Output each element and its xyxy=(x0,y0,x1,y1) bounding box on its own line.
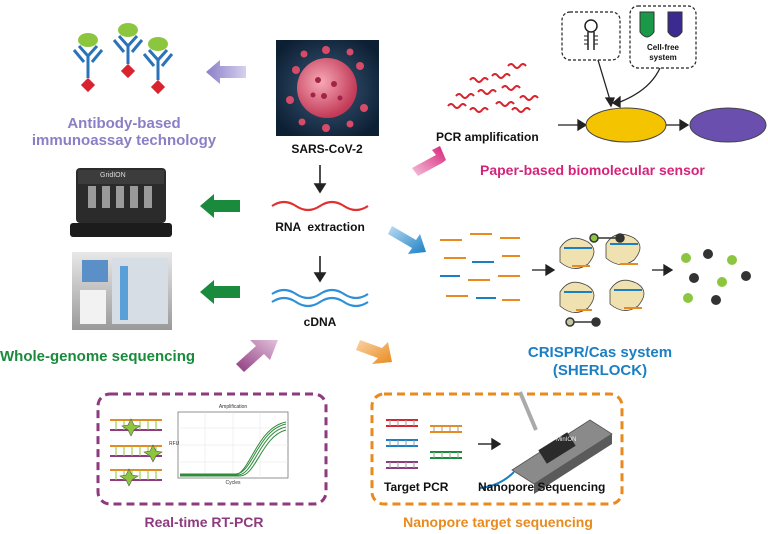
antibody-title-line2: immunoassay technology xyxy=(31,132,217,149)
antibody-title-line1: Antibody-based xyxy=(67,115,181,132)
crispr-title-line1: CRISPR/Cas system xyxy=(527,344,673,361)
hairpin-box xyxy=(561,11,621,61)
cellfree-box xyxy=(629,5,697,69)
sequencer-device xyxy=(72,252,172,330)
sensor-connectors xyxy=(558,59,690,132)
nanopore-arrow xyxy=(478,437,502,451)
cdna-label: cDNA xyxy=(303,315,337,329)
arrow-to-paper-sensor xyxy=(412,146,446,176)
gridion-device xyxy=(70,168,172,237)
arrow-to-sequencer xyxy=(200,280,240,304)
virus-label: SARS-CoV-2 xyxy=(291,142,363,156)
pcr-fragments xyxy=(447,63,539,113)
paper-sensor-title: Paper-based biomolecular sensor xyxy=(480,162,705,178)
minion-device xyxy=(479,391,613,494)
pcr-amplification-label: PCR amplification xyxy=(436,130,539,144)
rna-strand xyxy=(271,200,369,212)
rtpcr-title: Real-time RT-PCR xyxy=(144,514,264,530)
plot-xlabel: Cycles xyxy=(225,480,241,486)
wgs-title: Whole-genome sequencing xyxy=(0,348,196,365)
nanopore-seq-label: Nanopore Sequencing xyxy=(478,480,606,494)
arrow-to-antibody xyxy=(206,60,246,84)
nanopore-title: Nanopore target sequencing xyxy=(403,514,593,530)
gridion-logo: GridION xyxy=(100,172,126,179)
plot-title: Amplification xyxy=(218,404,248,410)
cleaved-reporters xyxy=(681,249,751,305)
cdna-strands xyxy=(271,288,369,308)
cas-complexes xyxy=(559,233,645,327)
arrow-to-gridion xyxy=(200,194,240,218)
minion-logo: MinION xyxy=(556,437,577,443)
crispr-arrows xyxy=(532,263,674,277)
virus-image xyxy=(276,40,379,136)
crispr-targets xyxy=(440,233,520,301)
arrow-to-nanopore xyxy=(356,340,392,364)
target-pcr-label: Target PCR xyxy=(384,480,449,494)
purple-sensor-spot xyxy=(689,107,767,143)
yellow-sensor-spot xyxy=(585,107,667,143)
crispr-title-line2: (SHERLOCK) xyxy=(552,362,648,379)
rna-label: RNA extraction xyxy=(275,220,365,234)
arrow-to-rtpcr xyxy=(236,340,278,372)
antibody-icons xyxy=(72,23,174,95)
amplification-plot xyxy=(177,411,289,479)
arrow-virus-to-rna xyxy=(313,165,327,194)
arrow-rna-to-cdna xyxy=(313,256,327,283)
plot-ylabel: RFU xyxy=(169,441,180,447)
cellfree-label-line2: system xyxy=(649,53,677,62)
arrow-to-crispr xyxy=(388,226,426,254)
rtpcr-probes xyxy=(110,418,163,487)
cellfree-label-line1: Cell-free xyxy=(646,43,680,52)
target-pcr-strands xyxy=(386,419,462,469)
